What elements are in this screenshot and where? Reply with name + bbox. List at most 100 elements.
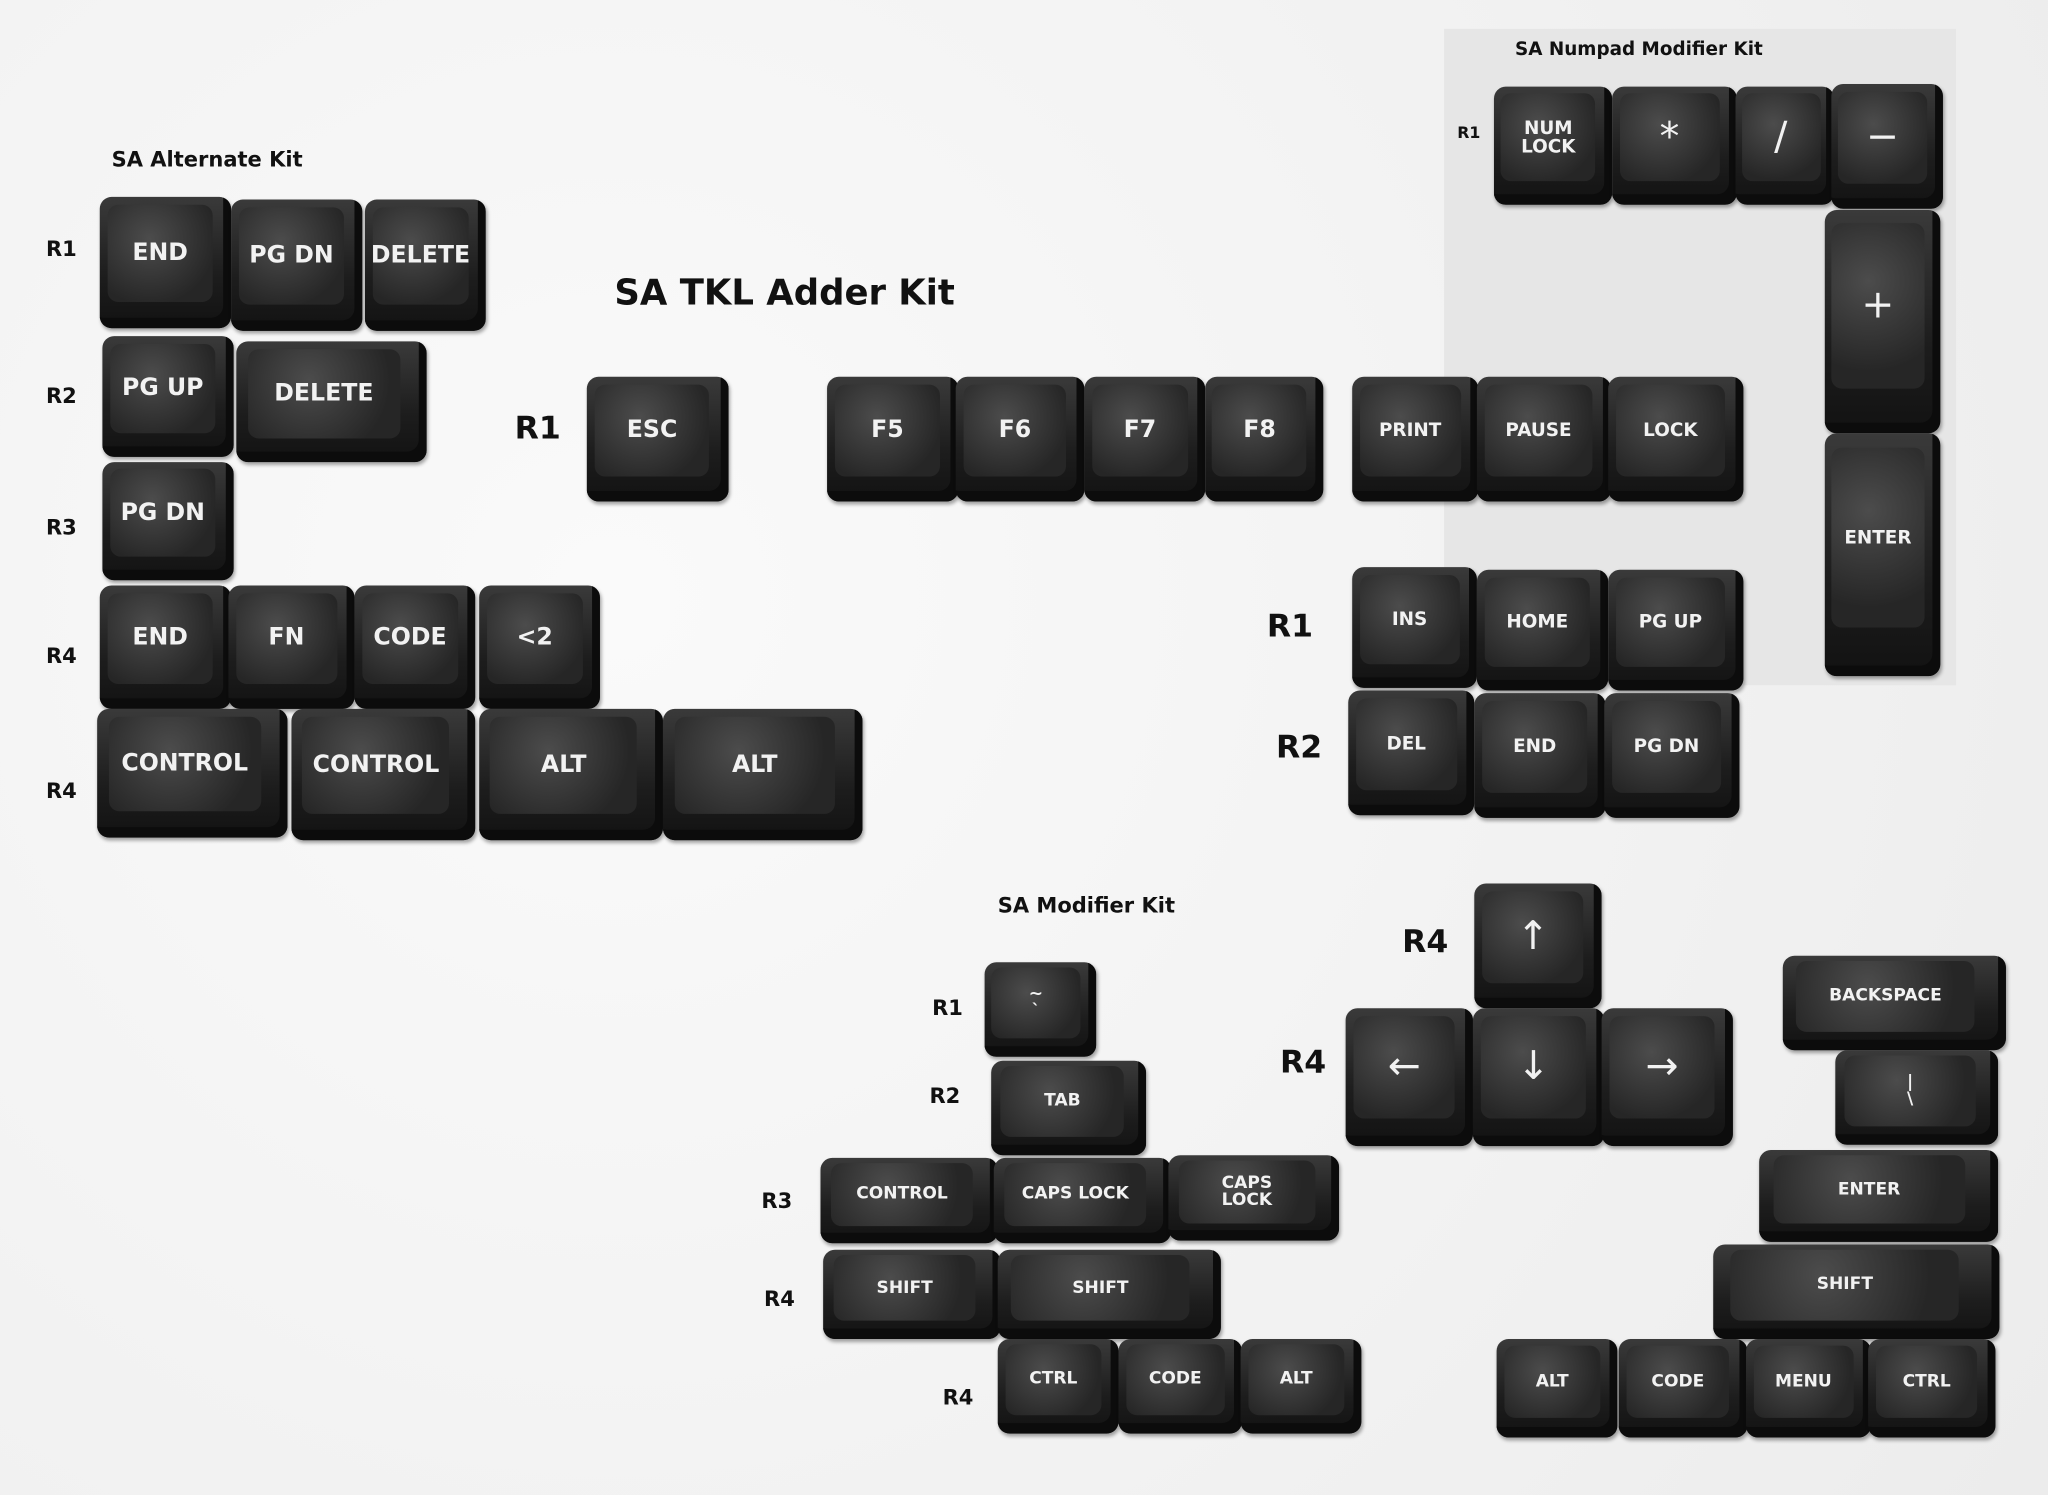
keycap: <2 <box>479 585 600 709</box>
keycap-legend: + <box>1831 223 1925 389</box>
row-label: R1 <box>1266 607 1314 645</box>
arrow-left-keycap: ← <box>1345 1008 1473 1147</box>
keycap-legend: CONTROL <box>302 716 450 814</box>
keycap: ESC <box>586 376 729 502</box>
keycap-legend: F6 <box>963 384 1067 477</box>
keycap-legend: DELETE <box>247 348 401 438</box>
keycap-legend: F5 <box>834 384 940 477</box>
keycap: CTRL <box>997 1339 1119 1434</box>
keycap: F7 <box>1084 376 1206 502</box>
keycap-legend: | \ <box>1845 1055 1976 1126</box>
keycap: CAPS LOCK <box>993 1157 1172 1244</box>
row-label: R1 <box>932 995 963 1021</box>
keycap-legend: / <box>1741 93 1821 182</box>
row-label: R2 <box>45 383 77 409</box>
row-label: R1 <box>514 409 561 447</box>
keycap-legend: ALT <box>1503 1344 1601 1418</box>
row-label: R4 <box>45 778 77 804</box>
row-label: R3 <box>45 514 77 540</box>
keycap: PG DN <box>231 199 363 331</box>
row-label: R1 <box>45 236 77 262</box>
keycap: NUM LOCK <box>1493 86 1613 205</box>
keycap: CONTROL <box>97 708 288 838</box>
keycap-legend: − <box>1838 91 1928 184</box>
keycap: CTRL <box>1868 1339 1996 1438</box>
keycap-legend: F8 <box>1212 384 1307 477</box>
keycap-legend: ALT <box>1247 1344 1345 1415</box>
row-label: R4 <box>764 1286 795 1312</box>
keycap-legend: PAUSE <box>1484 384 1593 477</box>
keycap: INS <box>1352 567 1477 688</box>
keycap: PG DN <box>102 462 234 581</box>
keycap-legend: ENTER <box>1831 447 1925 628</box>
keycap-legend: * <box>1619 93 1720 182</box>
keycap-legend: ~ ` <box>991 967 1081 1038</box>
keycap: SHIFT <box>823 1249 1001 1340</box>
keycap-legend: PG UP <box>1616 576 1725 667</box>
keycap: CODE <box>1118 1339 1242 1434</box>
keycap-legend: PG DN <box>1612 700 1721 793</box>
keycap: CAPS LOCK <box>1168 1155 1340 1241</box>
keycap: CODE <box>1618 1339 1748 1438</box>
keycap-legend: HOME <box>1484 576 1590 667</box>
keycap-legend: CODE <box>1626 1344 1730 1418</box>
keycap: PG UP <box>102 336 234 457</box>
keycap: MENU <box>1746 1339 1871 1438</box>
keycap-legend: SHIFT <box>833 1255 976 1322</box>
row-label: R4 <box>1279 1043 1327 1081</box>
keycap: END <box>1474 693 1606 818</box>
keycap-legend: PRINT <box>1359 384 1461 477</box>
arrow-down-keycap: ↓ <box>1472 1008 1605 1147</box>
arrow-up-keycap: ↑ <box>1474 883 1602 1009</box>
keycap-legend: FN <box>235 592 337 685</box>
arrow-down-icon: ↓ <box>1480 1016 1586 1119</box>
keycap-legend: ESC <box>595 384 709 477</box>
keycap: F5 <box>827 376 959 502</box>
keycap-legend: PG UP <box>110 343 216 433</box>
row-label: R2 <box>929 1083 961 1109</box>
keycap: END <box>99 196 232 329</box>
keycap-legend: ALT <box>490 716 638 814</box>
keycap: F6 <box>955 376 1085 502</box>
keycap-legend: F7 <box>1091 384 1189 477</box>
row-label: R3 <box>761 1188 793 1214</box>
keycap: ALT <box>662 708 863 841</box>
row-label: R1 <box>1457 123 1481 142</box>
keycap-legend: ALT <box>674 716 835 814</box>
keycap-legend: END <box>107 592 213 685</box>
arrow-up-icon: ↑ <box>1481 890 1584 984</box>
keycap-legend: DEL <box>1355 697 1457 791</box>
keycap: PRINT <box>1352 376 1479 502</box>
keycap: * <box>1612 86 1737 205</box>
keycap-legend: SHIFT <box>1730 1250 1960 1321</box>
keycap-legend: PG DN <box>238 207 344 305</box>
keycap: DELETE <box>236 341 427 463</box>
keycap-legend: CAPS LOCK <box>1004 1162 1147 1227</box>
keycap: ALT <box>1496 1339 1618 1438</box>
keycap-legend: ENTER <box>1773 1155 1965 1224</box>
modifier-kit-title: SA Modifier Kit <box>997 892 1175 918</box>
keycap: PG UP <box>1608 569 1744 691</box>
keycap: CONTROL <box>291 708 476 841</box>
keycap-legend: MENU <box>1753 1344 1854 1418</box>
keycap-legend: CODE <box>361 592 459 685</box>
keycap-legend: END <box>1482 700 1588 793</box>
keycap: ENTER <box>1759 1150 1999 1242</box>
keycap-legend: BACKSPACE <box>1796 961 1975 1032</box>
keycap: CONTROL <box>820 1157 998 1244</box>
keycap: ALT <box>1240 1339 1362 1434</box>
keycap-legend: SHIFT <box>1011 1255 1190 1322</box>
keycap: BACKSPACE <box>1782 955 2006 1051</box>
keycap-legend: CTRL <box>1875 1344 1978 1418</box>
arrow-right-icon: → <box>1609 1016 1715 1119</box>
keycap: CODE <box>354 585 476 709</box>
keycap: / <box>1735 86 1834 205</box>
keycap: − <box>1831 84 1943 209</box>
keycap: HOME <box>1476 569 1609 691</box>
keycap-legend: INS <box>1359 574 1460 664</box>
numpad-kit-title: SA Numpad Modifier Kit <box>1514 39 1763 61</box>
alternate-kit-title: SA Alternate Kit <box>111 147 303 172</box>
keycap: FN <box>228 585 355 709</box>
keycap: DEL <box>1348 690 1475 816</box>
